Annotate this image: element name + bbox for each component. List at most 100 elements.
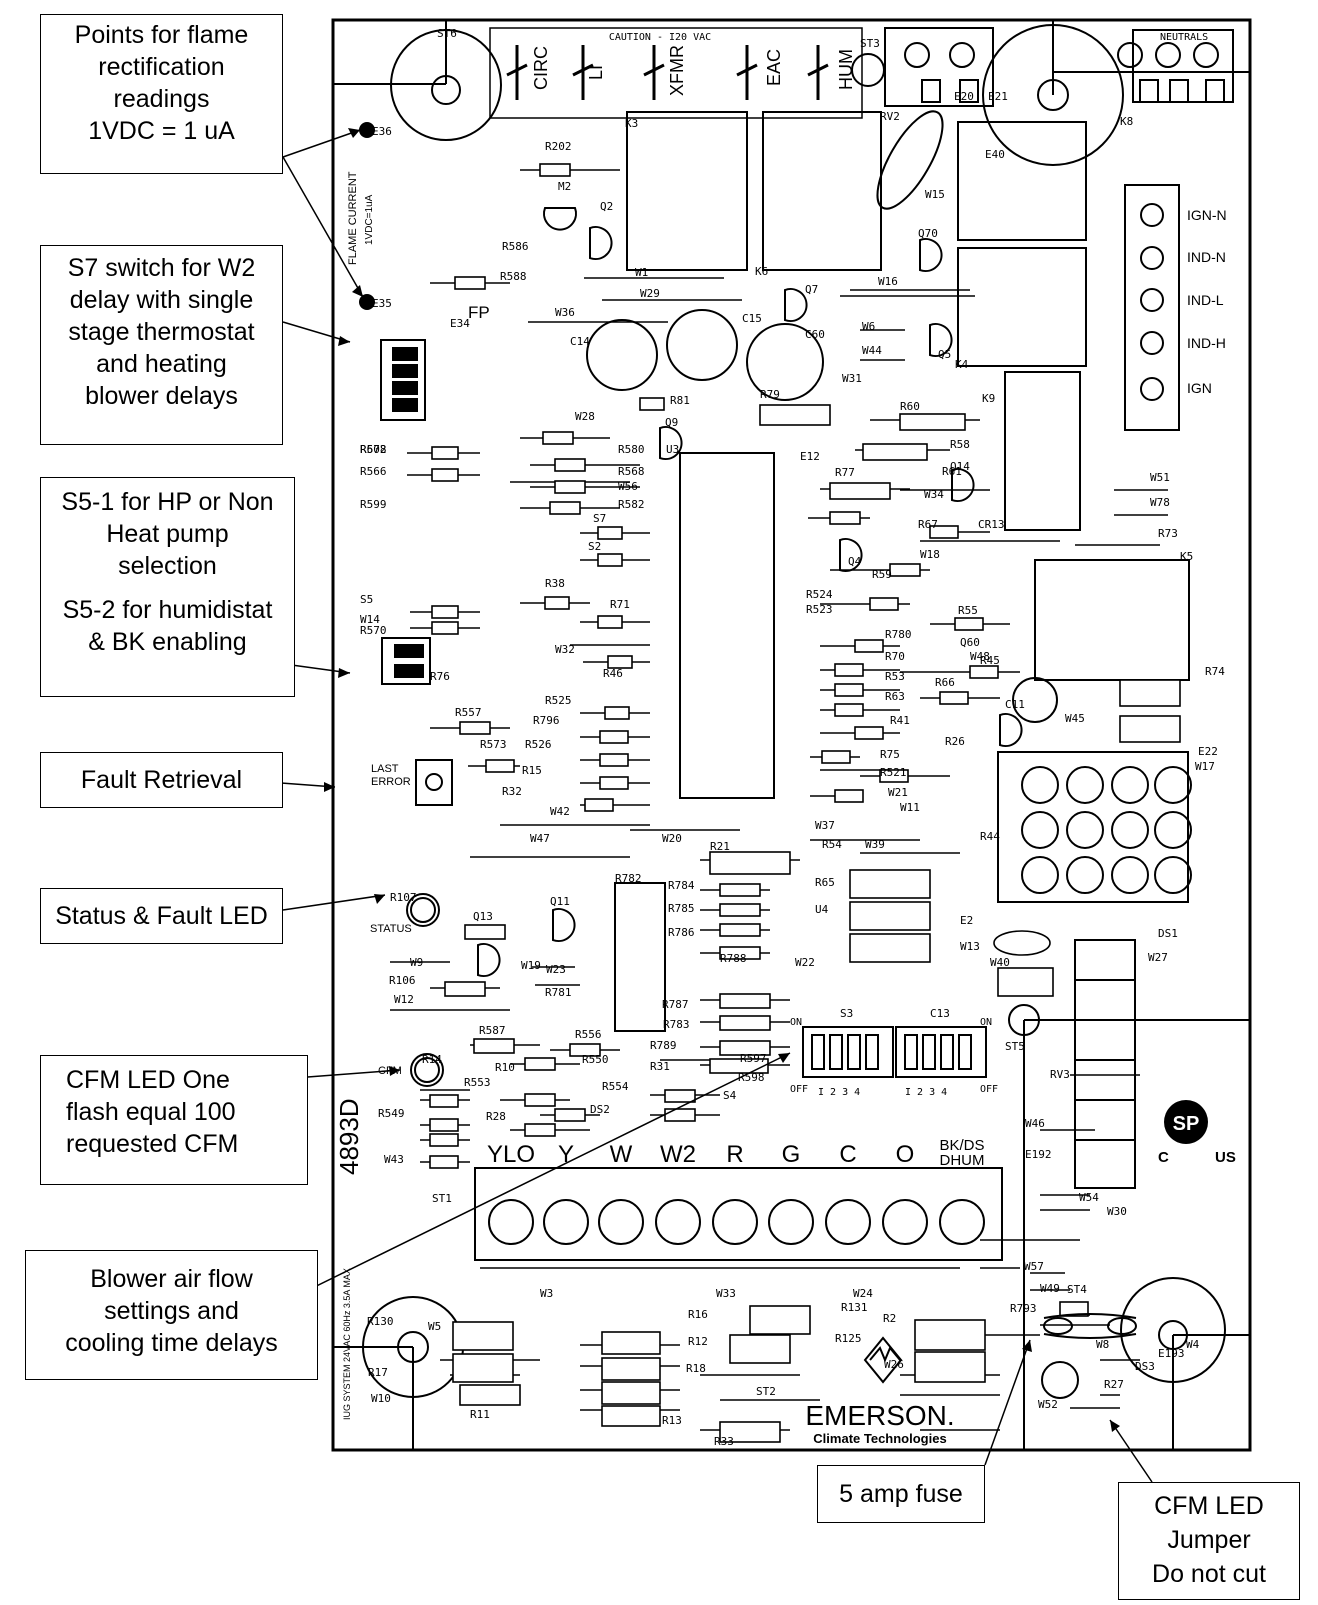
refdes-q11: Q11 — [550, 895, 570, 908]
refdes-ds3: DS3 — [1135, 1360, 1155, 1373]
refdes-r787: R787 — [662, 998, 689, 1011]
refdes-w6: W6 — [862, 320, 875, 333]
refdes-e20: E20 — [954, 90, 974, 103]
refdes-st1: ST1 — [432, 1192, 452, 1205]
refdes-s2: S2 — [588, 540, 601, 553]
refdes-w39: W39 — [865, 838, 885, 851]
fault-retrieval-button[interactable] — [415, 759, 453, 806]
callout-s7-line1: S7 switch for W2 — [67, 254, 256, 282]
refdes-e193: E193 — [1158, 1347, 1185, 1360]
relay-label-circ: CIRC — [531, 46, 551, 90]
relay-label-xfmr: XFMR — [667, 45, 687, 96]
refdes-r521: R521 — [880, 766, 907, 779]
emerson-wordmark: EMERSON. — [805, 1400, 954, 1431]
callout-blower-line1: Blower air flow — [90, 1265, 253, 1293]
refdes-w31: W31 — [842, 372, 862, 385]
refdes-e34: E34 — [450, 317, 470, 330]
refdes-r18: R18 — [686, 1362, 706, 1375]
refdes-w10: W10 — [371, 1392, 391, 1405]
refdes-w37: W37 — [815, 819, 835, 832]
refdes-r554: R554 — [602, 1080, 629, 1093]
dip-switch-s7[interactable] — [380, 339, 426, 421]
refdes-u3: U3 — [666, 443, 679, 456]
refdes-r785: R785 — [668, 902, 695, 915]
callout-cfm-line2: flash equal 100 — [66, 1098, 236, 1126]
ign-label-ind-l: IND-L — [1187, 292, 1224, 308]
refdes-w28: W28 — [575, 410, 595, 423]
refdes-w21: W21 — [888, 786, 908, 799]
callout-jumper-line3: Do not cut — [1152, 1560, 1266, 1588]
refdes-r32: R32 — [502, 785, 522, 798]
refdes-r526: R526 — [525, 738, 552, 751]
refdes-st3: ST3 — [860, 37, 880, 50]
s4-numbers: I 2 3 4 — [818, 1087, 860, 1098]
refdes-r21: R21 — [710, 840, 730, 853]
refdes-w18: W18 — [920, 548, 940, 561]
error-label: ERROR — [371, 776, 411, 788]
callout-flame-line1: Points for flame — [74, 21, 249, 49]
ign-label-ign: IGN — [1187, 380, 1212, 396]
refdes-r13: R13 — [662, 1414, 682, 1427]
refdes-w32: W32 — [555, 643, 575, 656]
climate-technologies-wordmark: Climate Technologies — [813, 1431, 946, 1446]
refdes-r125: R125 — [835, 1332, 862, 1345]
refdes-w19: W19 — [521, 959, 541, 972]
relay-label-eac: EAC — [764, 49, 784, 86]
refdes-r53: R53 — [885, 670, 905, 683]
refdes-w45: W45 — [1065, 712, 1085, 725]
refdes-r570: R570 — [360, 624, 387, 637]
refdes-q70: Q70 — [918, 227, 938, 240]
refdes-w56: W56 — [618, 480, 638, 493]
refdes-k4: K4 — [955, 358, 969, 371]
refdes-w9: W9 — [410, 956, 423, 969]
terminal-bk-ds: BK/DS — [939, 1137, 984, 1154]
dip-switch-s5[interactable] — [381, 637, 431, 685]
refdes-r17: R17 — [368, 1366, 388, 1379]
refdes-r783: R783 — [663, 1018, 690, 1031]
refdes-e36: E36 — [372, 125, 392, 138]
refdes-cr13: CR13 — [978, 518, 1005, 531]
refdes-r54: R54 — [822, 838, 842, 851]
refdes-q60: Q60 — [960, 636, 980, 649]
refdes-e22: E22 — [1198, 745, 1218, 758]
refdes-s7: S7 — [593, 512, 606, 525]
refdes-u4: U4 — [815, 903, 829, 916]
refdes-w13: W13 — [960, 940, 980, 953]
callout-fuse: 5 amp fuse — [817, 1465, 985, 1523]
refdes-r33: R33 — [714, 1435, 734, 1448]
callout-s5-line2: Heat pump — [106, 520, 229, 548]
caution-label: CAUTION - I20 VAC — [609, 32, 711, 43]
callout-s5-line1: S5-1 for HP or Non — [61, 488, 274, 516]
refdes-e2: E2 — [960, 914, 973, 927]
refdes-r66: R66 — [935, 676, 955, 689]
model-number: 4893D — [334, 1098, 364, 1175]
dip-switch-s4[interactable] — [802, 1026, 894, 1078]
refdes-r44: R44 — [980, 830, 1000, 843]
refdes-w42: W42 — [550, 805, 570, 818]
relay-label-hum: HUM — [836, 49, 856, 90]
refdes-r107: R107 — [390, 891, 417, 904]
refdes-s4: S4 — [723, 1089, 737, 1102]
refdes-r26: R26 — [945, 735, 965, 748]
refdes-w15: W15 — [925, 188, 945, 201]
refdes-r67: R67 — [918, 518, 938, 531]
callout-s5-line3: selection — [118, 552, 217, 580]
thermostat-terminal-strip — [474, 1167, 1003, 1261]
refdes-r796: R796 — [533, 714, 560, 727]
terminal-dhum: DHUM — [940, 1152, 985, 1169]
callout-arrowheads — [324, 128, 1120, 1432]
emerson-logo: EMERSON. Climate Technologies — [805, 1336, 955, 1446]
line-voltage-relay-block: CAUTION - I20 VAC CIRC LI XFMR EAC HUM — [489, 27, 863, 119]
refdes-e12: E12 — [800, 450, 820, 463]
refdes-w44: W44 — [862, 344, 882, 357]
refdes-ds1: DS1 — [1158, 927, 1178, 940]
refdes-r781: R781 — [545, 986, 572, 999]
refdes-r597: R597 — [740, 1052, 767, 1065]
refdes-w17: W17 — [1195, 760, 1215, 773]
dip-switch-s3[interactable] — [895, 1026, 987, 1078]
refdes-q4: Q4 — [848, 555, 862, 568]
refdes-r130: R130 — [367, 1315, 394, 1328]
refdes-r525: R525 — [545, 694, 572, 707]
refdes-r599: R599 — [360, 498, 387, 511]
